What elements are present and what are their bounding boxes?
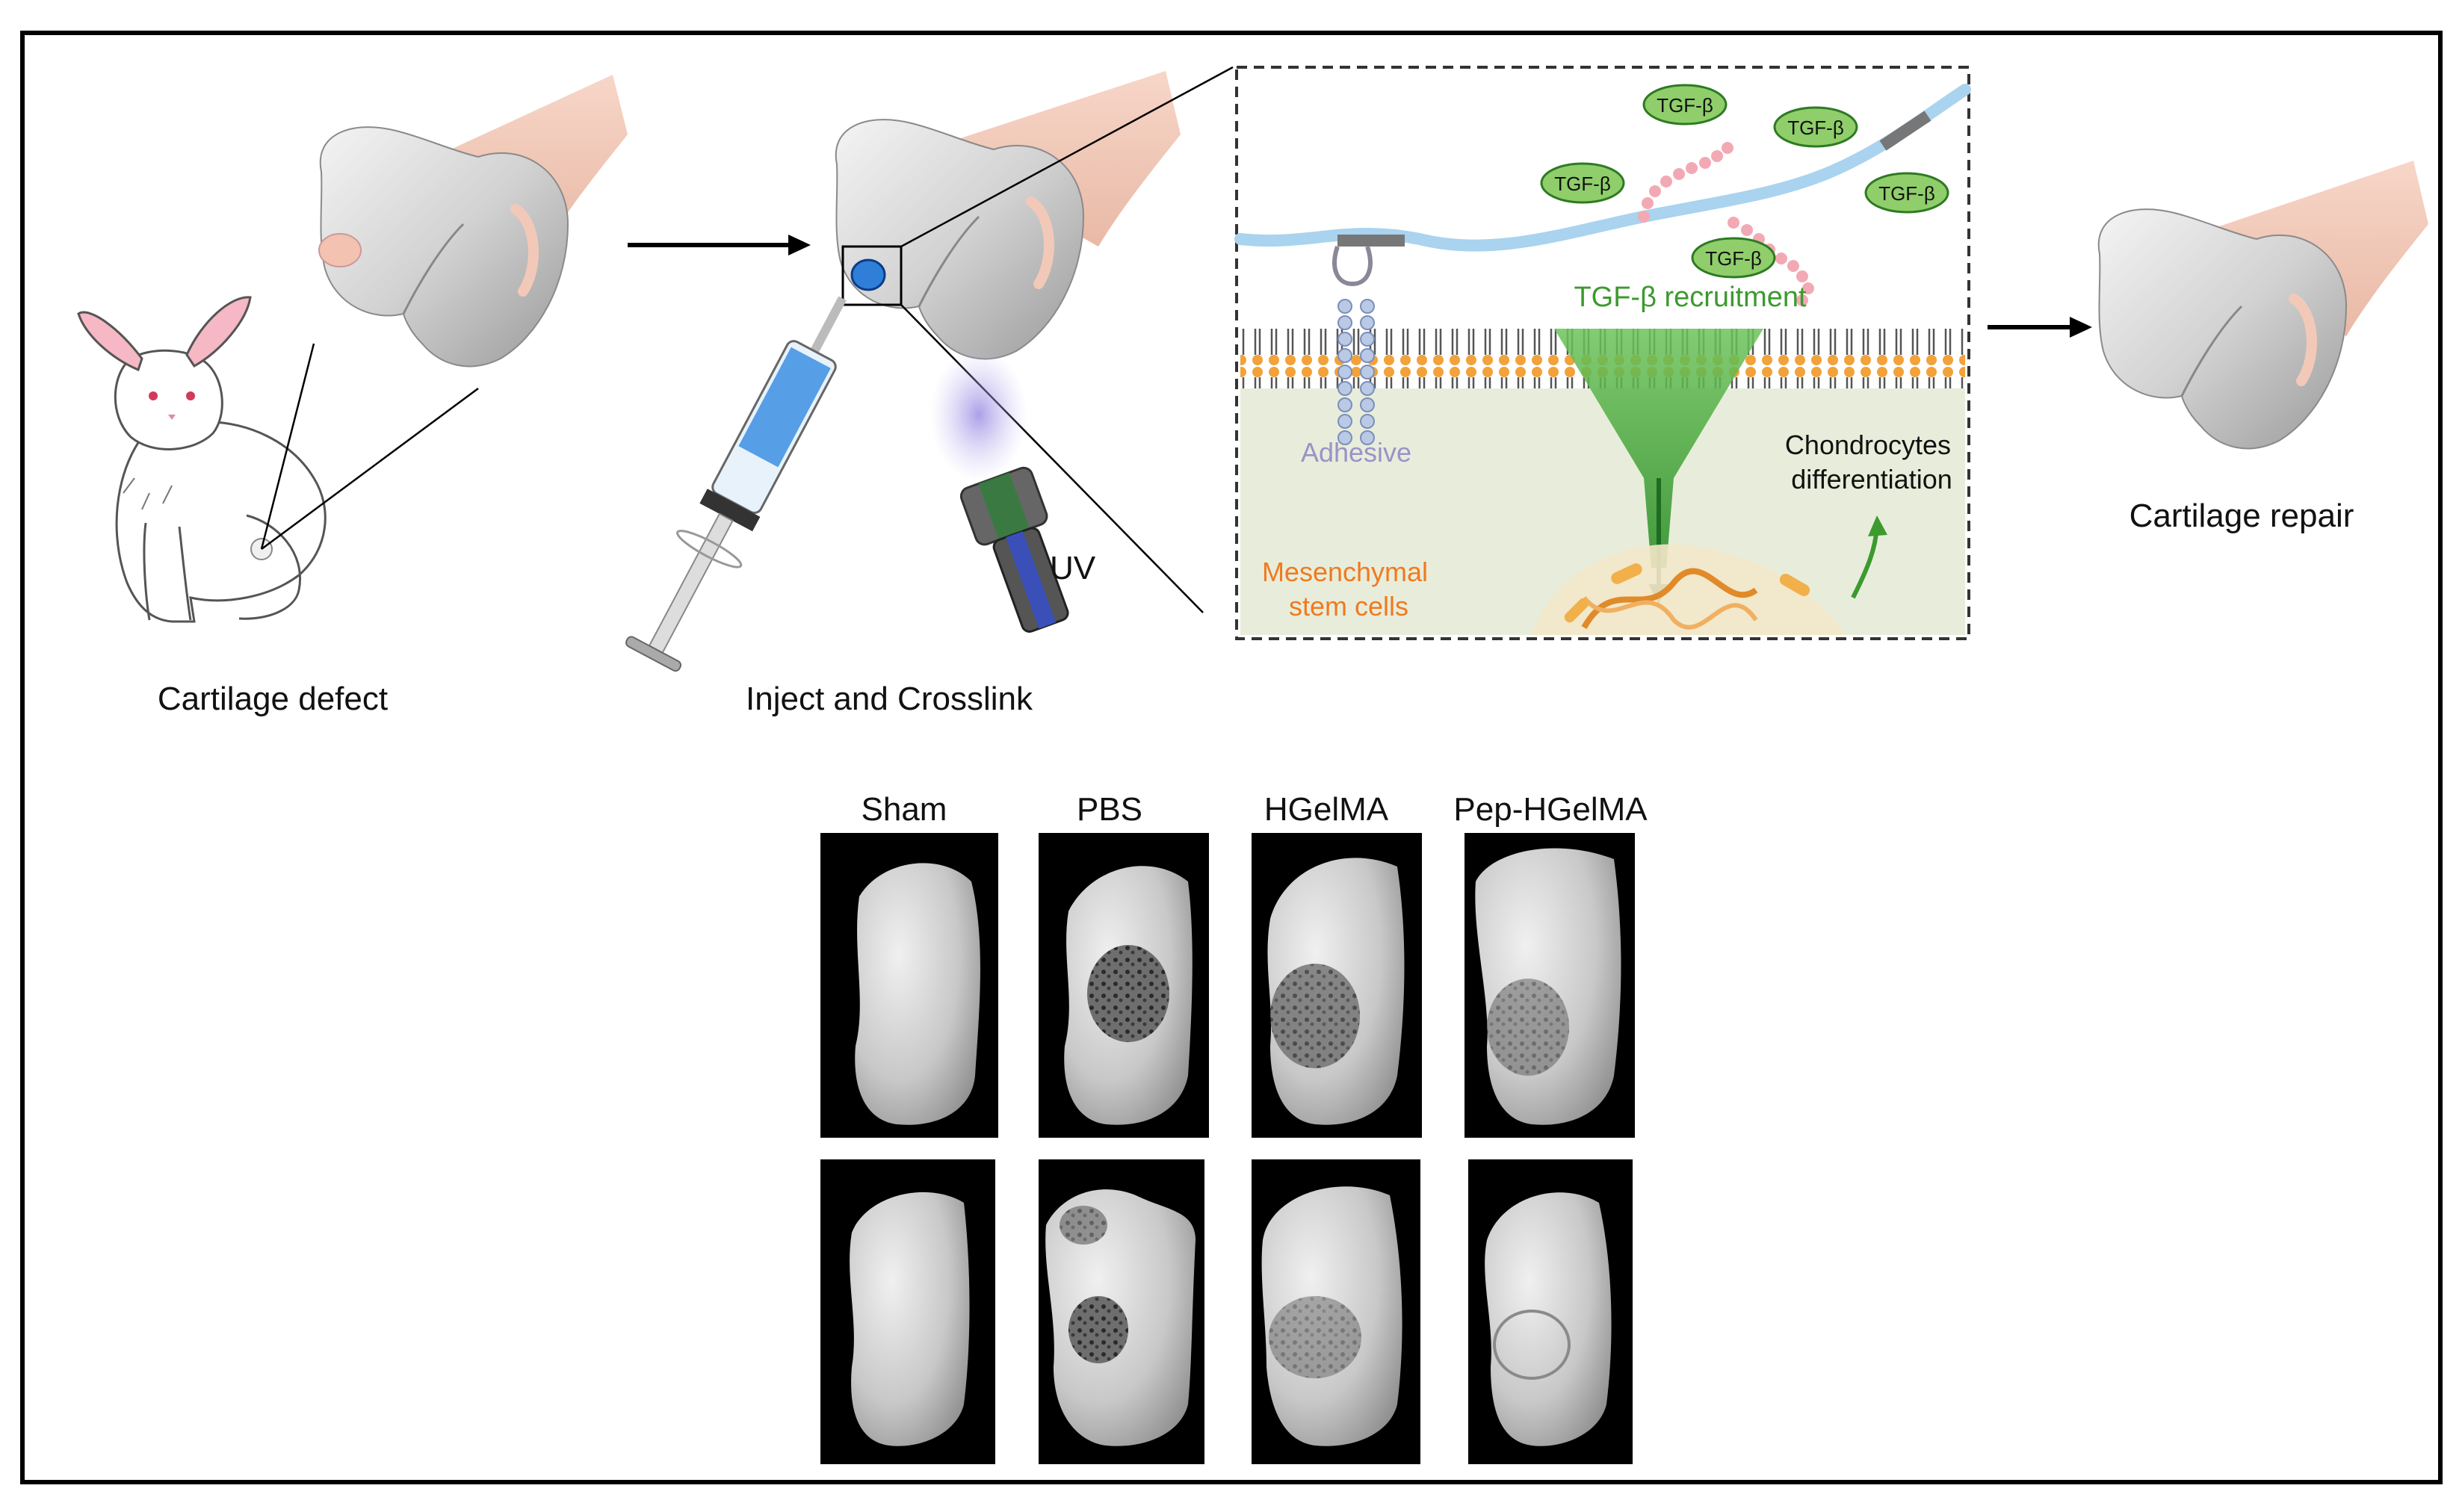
tgf-beta-token: TGF-β (1642, 84, 1728, 126)
col-header-pep-hgelma: Pep-HGelMA (1453, 791, 1648, 828)
cartilage-repair-label: Cartilage repair (2129, 498, 2354, 534)
femur-repaired (2097, 161, 2428, 450)
col-header-pbs: PBS (1077, 791, 1142, 828)
ct-image-hgelma-2 (1252, 1159, 1420, 1464)
svg-text:TGF-β: TGF-β (1878, 182, 1935, 205)
adhesive-label: Adhesive (1301, 437, 1411, 468)
ct-image-sham-1 (820, 833, 998, 1138)
arrow-1 (628, 235, 811, 255)
svg-text:TGF-β: TGF-β (1657, 94, 1713, 117)
tgf-beta-token: TGF-β (1540, 162, 1625, 204)
arrow-2 (1988, 317, 2092, 338)
tgf-beta-token: TGF-β (1864, 172, 1949, 214)
msc-label: Mesenchymal stem cells (1262, 557, 1435, 622)
tgf-beta-token: TGF-β (1691, 237, 1776, 279)
svg-text:TGF-β: TGF-β (1554, 173, 1611, 195)
ct-image-pep-hgelma-1 (1464, 833, 1635, 1138)
uv-label: UV (1050, 550, 1096, 586)
ct-image-sham-2 (820, 1159, 995, 1464)
tgf-beta-token: TGF-β (1773, 106, 1858, 148)
syringe-illustration (625, 296, 847, 672)
tgf-recruitment-label: TGF-β recruitment (1574, 282, 1807, 313)
figure-frame (20, 31, 2443, 1484)
ct-image-pep-hgelma-2 (1468, 1159, 1633, 1464)
svg-text:TGF-β: TGF-β (1787, 117, 1844, 139)
inject-crosslink-label: Inject and Crosslink (746, 681, 1033, 717)
cartilage-defect-label: Cartilage defect (158, 681, 388, 717)
ct-image-hgelma-1 (1252, 833, 1422, 1138)
svg-text:TGF-β: TGF-β (1705, 247, 1762, 270)
col-header-sham: Sham (862, 791, 947, 828)
mechanism-panel: TGF-β TGF-β TGF-β TGF-β TGF-β TGF-β recr… (1234, 66, 1971, 640)
chondrocyte-differentiation-label: Chondrocytes differentiation (1785, 430, 1958, 495)
femur-inject (835, 71, 1181, 360)
rabbit-illustration (77, 296, 327, 623)
ct-image-pbs-1 (1039, 833, 1209, 1138)
ct-image-pbs-2 (1039, 1159, 1204, 1464)
uv-lamp-illustration (930, 347, 1069, 633)
col-header-hgelma: HGelMA (1264, 791, 1389, 828)
zoom-box (841, 245, 903, 306)
femur-defect (318, 75, 628, 368)
